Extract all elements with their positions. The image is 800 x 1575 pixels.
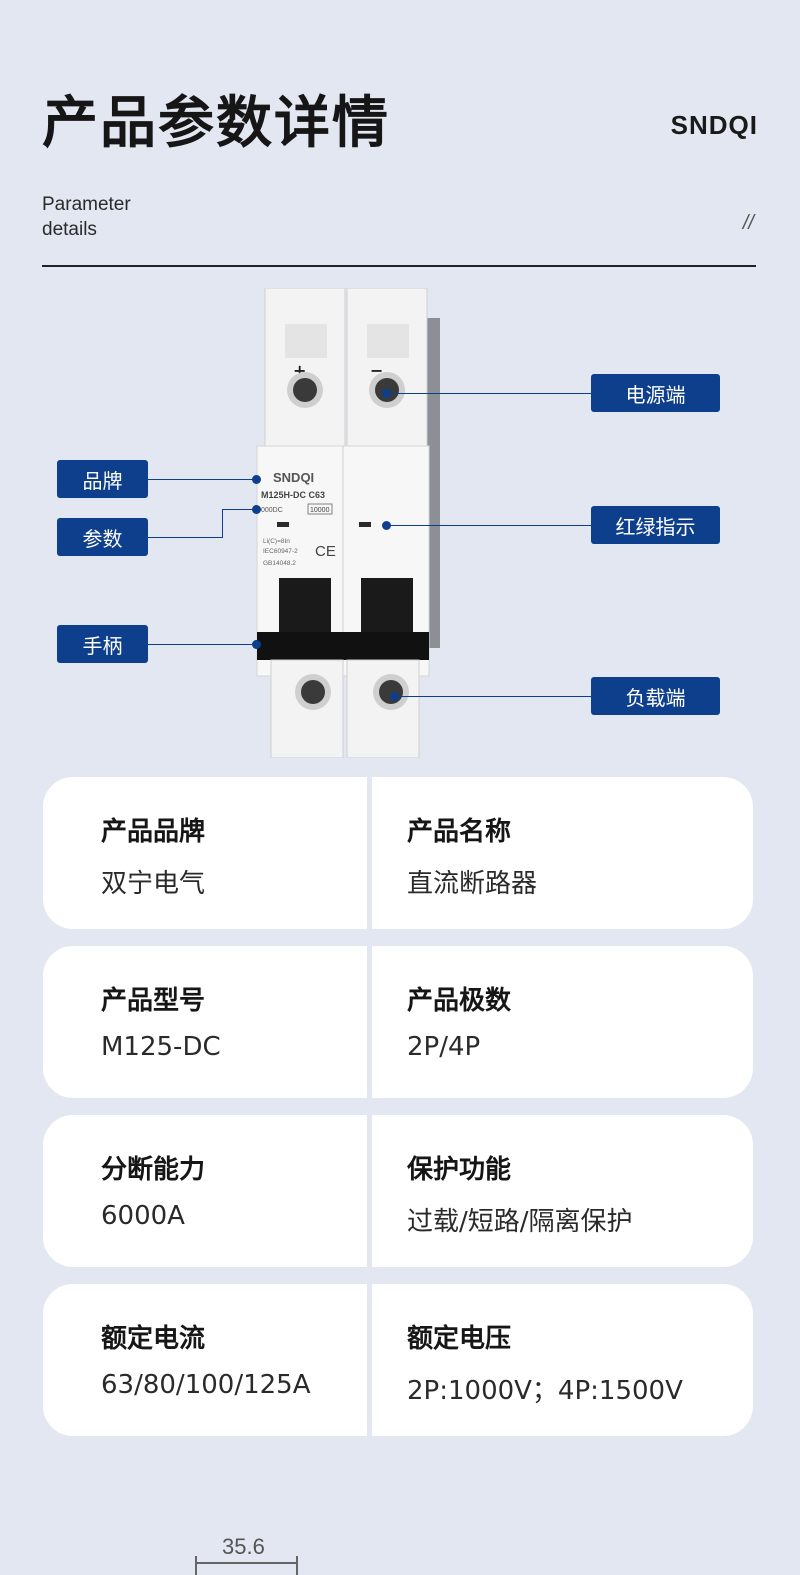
spec-value: 双宁电气 <box>101 869 206 899</box>
front-spec-2: IEC60947-2 <box>263 548 298 555</box>
callout-handle-line <box>148 644 256 645</box>
spec-value: 过载/短路/隔离保护 <box>407 1207 633 1237</box>
pole-2-bottom-housing <box>346 659 420 758</box>
spec-value: 2P/4P <box>407 1032 481 1062</box>
spec-card-divider <box>367 777 372 929</box>
ce-mark: CE <box>315 543 336 560</box>
callout-handle-dot <box>252 640 261 649</box>
spec-label: 产品极数 <box>407 986 512 1016</box>
subtitle-line-1: Parameter <box>42 194 131 215</box>
dimension-line <box>196 1562 298 1564</box>
callout-load-end-line <box>396 696 591 697</box>
callout-params-line <box>148 537 223 538</box>
header-divider <box>42 265 756 267</box>
dimension-tick-right <box>296 1556 298 1575</box>
spec-value: 直流断路器 <box>407 869 538 899</box>
front-capacity-text: 10000 <box>310 507 330 514</box>
pole-2-top-housing <box>346 288 428 449</box>
pole-2-handle <box>361 578 413 638</box>
pole-1-top-housing <box>264 288 346 449</box>
section-subtitle: Parameter details <box>42 192 131 242</box>
pole-1-bottom-screw <box>301 680 325 704</box>
spec-label: 额定电压 <box>407 1324 512 1354</box>
callout-params-line-2 <box>222 509 256 510</box>
spec-card: 分断能力 6000A 保护功能 过载/短路/隔离保护 <box>43 1115 753 1267</box>
pole-1-handle <box>279 578 331 638</box>
spec-card-divider <box>367 946 372 1098</box>
pole-1-top-screw <box>293 378 317 402</box>
capacity-box <box>307 503 333 515</box>
callout-handle: 手柄 <box>57 625 148 663</box>
callout-brand-dot <box>252 475 261 484</box>
spec-label: 产品型号 <box>101 986 206 1016</box>
brand-logo: SNDQI <box>670 110 758 140</box>
pole-1-bottom-housing <box>270 659 344 758</box>
spec-label: 保护功能 <box>407 1155 512 1185</box>
spec-card: 产品型号 M125-DC 产品极数 2P/4P <box>43 946 753 1098</box>
spec-label: 额定电流 <box>101 1324 206 1354</box>
spec-value: 6000A <box>101 1201 185 1231</box>
callout-indicator-line <box>390 525 591 526</box>
spec-label: 产品品牌 <box>101 817 206 847</box>
front-model-text: M125H-DC C63 <box>261 490 325 500</box>
subtitle-line-2: details <box>42 219 97 240</box>
dimension-tick-left <box>195 1556 197 1575</box>
page-title: 产品参数详情 <box>42 91 390 156</box>
spec-card: 额定电流 63/80/100/125A 额定电压 2P:1000V；4P:150… <box>43 1284 753 1436</box>
front-rating-text: 000DC <box>261 507 283 514</box>
callout-params: 参数 <box>57 518 148 556</box>
pole-1-terminal-slot <box>285 324 327 358</box>
dimension-label: 35.6 <box>222 1534 265 1559</box>
callout-load-end: 负载端 <box>591 677 720 715</box>
callout-load-end-dot <box>390 692 399 701</box>
spec-value: M125-DC <box>101 1032 221 1062</box>
spec-value: 2P:1000V；4P:1500V <box>407 1376 683 1406</box>
callout-params-vline <box>222 509 223 538</box>
spec-label: 分断能力 <box>101 1155 206 1185</box>
pole-1-indicator-window <box>277 522 289 527</box>
pole-2-indicator-window <box>359 522 371 527</box>
handle-tie-bar <box>257 632 429 660</box>
callout-brand-line <box>148 479 256 480</box>
pole-2-terminal-slot <box>367 324 409 358</box>
spec-card: 产品品牌 双宁电气 产品名称 直流断路器 <box>43 777 753 929</box>
callout-indicator-dot <box>382 521 391 530</box>
spec-card-divider <box>367 1115 372 1267</box>
front-spec-1: Li(C)=8In <box>263 538 290 545</box>
spec-value: 63/80/100/125A <box>101 1370 311 1400</box>
front-spec-3: GB14048.2 <box>263 560 296 567</box>
callout-power-end-line <box>390 393 591 394</box>
front-brand-mark: SNDQI <box>273 470 314 485</box>
callout-power-end: 电源端 <box>591 374 720 412</box>
callout-indicator: 红绿指示 <box>591 506 720 544</box>
callout-params-dot <box>252 505 261 514</box>
breaker-illustration: + − SNDQI M125H-DC C63 000DC 10000 Li(C)… <box>256 288 440 758</box>
decorative-slashes: // <box>742 212 754 234</box>
callout-power-end-dot <box>382 389 391 398</box>
spec-label: 产品名称 <box>407 817 512 847</box>
callout-brand: 品牌 <box>57 460 148 498</box>
spec-card-divider <box>367 1284 372 1436</box>
